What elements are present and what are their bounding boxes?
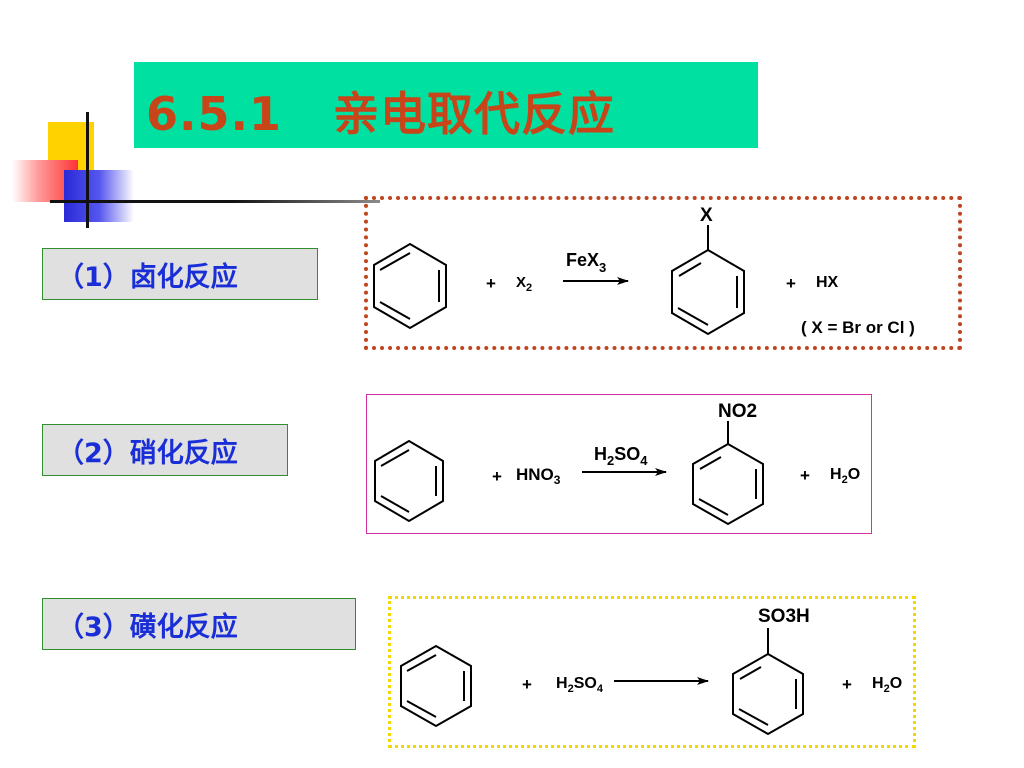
label-halogenation: （1）卤化反应	[42, 248, 318, 300]
plus-sign: +	[786, 274, 796, 293]
catalyst-h2so4: H2SO4	[594, 444, 648, 468]
plus-sign: +	[492, 467, 502, 486]
plus-sign: +	[486, 274, 496, 293]
slide-title: 6.5.1 亲电取代反应	[146, 87, 616, 141]
plus-sign: +	[522, 675, 532, 694]
catalyst-fex3: FeX3	[566, 250, 606, 275]
decor-blue-square	[64, 170, 134, 222]
substituent-so3h: SO3H	[758, 606, 810, 627]
halogen-note: ( X = Br or Cl )	[801, 318, 915, 337]
label-nitration: （2）硝化反应	[42, 424, 288, 476]
benzene-product-3	[732, 628, 804, 736]
benzene-product-2	[692, 421, 764, 526]
benzene-reactant-3	[400, 644, 472, 728]
reaction-frame-nitration	[366, 394, 872, 534]
title-banner	[134, 62, 758, 148]
byproduct-hx: HX	[816, 274, 839, 291]
reaction-frame-sulfonation	[388, 596, 916, 748]
reagent-h2so4: H2SO4	[556, 675, 604, 695]
substituent-no2: NO2	[718, 401, 757, 422]
benzene-reactant-1	[373, 242, 447, 330]
byproduct-h2o: H2O	[830, 466, 860, 486]
label-sulfonation: （3）磺化反应	[42, 598, 356, 650]
substituent-x: X	[700, 205, 713, 226]
decor-horizontal-line	[50, 200, 380, 203]
reagent-hno3: HNO3	[516, 465, 561, 487]
benzene-product-1	[671, 225, 745, 336]
byproduct-h2o: H2O	[872, 675, 902, 695]
reaction-frame-halogenation	[364, 196, 962, 350]
plus-sign: +	[800, 466, 810, 485]
benzene-reactant-2	[374, 439, 444, 523]
decor-vertical-line	[86, 112, 89, 228]
plus-sign: +	[842, 675, 852, 694]
reagent-x2: X2	[516, 274, 532, 294]
